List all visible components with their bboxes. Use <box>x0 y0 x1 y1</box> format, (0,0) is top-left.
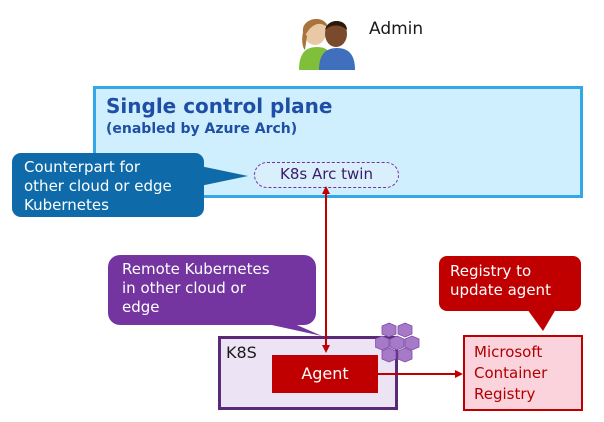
arc-twin-node[interactable] <box>254 162 399 188</box>
admin-label: Admin <box>369 19 424 39</box>
agent-node[interactable] <box>272 355 378 393</box>
counterpart-line: Counterpart for <box>24 158 141 176</box>
registry-update-line: Registry to <box>450 262 532 280</box>
counterpart-callout <box>12 153 204 217</box>
admin-users-icon <box>291 10 357 70</box>
container-registry-box[interactable] <box>463 335 583 411</box>
control-plane-title: Single control plane <box>106 94 333 118</box>
remote-kubernetes-callout-text: Remote Kubernetes in other cloud or edge <box>122 260 270 317</box>
kubernetes-cubes-icon <box>374 321 421 363</box>
arc-twin-label: K8s Arc twin <box>280 165 373 183</box>
remote-line: Remote Kubernetes <box>122 260 270 278</box>
counterpart-callout-text: Counterpart for other cloud or edge Kube… <box>24 158 172 215</box>
remote-line: edge <box>122 298 160 316</box>
registry-callout-pointer <box>527 309 556 331</box>
remote-kubernetes-callout <box>108 255 316 325</box>
control-plane-subtitle: (enabled by Azure Arch) <box>106 121 298 137</box>
counterpart-line: other cloud or edge <box>24 177 172 195</box>
remote-line: in other cloud or <box>122 279 246 297</box>
registry-line: Registry <box>474 385 536 403</box>
registry-line: Microsoft <box>474 343 543 361</box>
registry-update-line: update agent <box>450 281 551 299</box>
registry-update-callout <box>439 256 581 311</box>
registry-line: Container <box>474 364 548 382</box>
counterpart-line: Kubernetes <box>24 196 109 214</box>
k8s-cluster-label: K8S <box>226 343 257 362</box>
registry-update-callout-text: Registry to update agent <box>450 262 551 300</box>
agent-label: Agent <box>301 364 349 383</box>
container-registry-text: Microsoft Container Registry <box>474 342 547 405</box>
